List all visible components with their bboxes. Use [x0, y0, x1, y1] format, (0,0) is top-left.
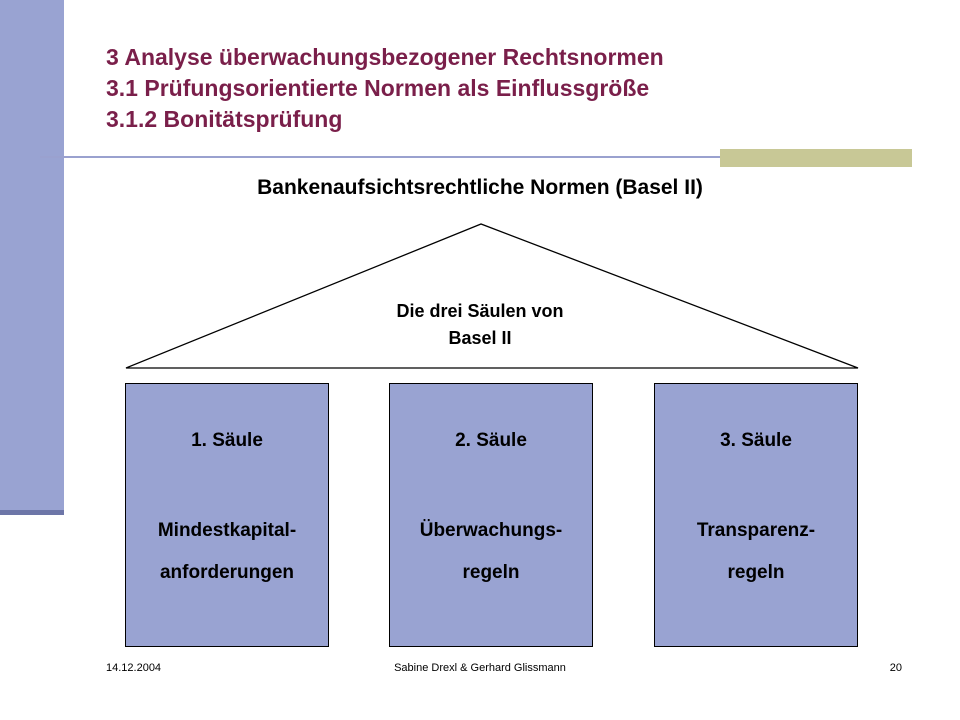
- diagram-title: Bankenaufsichtsrechtliche Normen (Basel …: [257, 176, 703, 199]
- roof-outline: [125, 223, 859, 369]
- roof-label-line-1: Die drei Säulen von: [396, 301, 564, 321]
- title-line-3: 3.1.2 Bonitätsprüfung: [106, 106, 343, 132]
- footer-author: Sabine Drexl & Gerhard Glissmann: [394, 662, 566, 674]
- pillar-3-desc-line-2: regeln: [727, 562, 785, 583]
- header-divider: [40, 156, 910, 158]
- pillar-1-number: 1. Säule: [191, 430, 263, 451]
- pillar-3-desc-line-1: Transparenz-: [696, 520, 816, 541]
- pillar-1-desc-line-1: Mindestkapital-: [157, 520, 297, 541]
- pillar-1: 1. Säule Mindestkapital- anforderungen: [125, 383, 329, 647]
- title-line-2: 3.1 Prüfungsorientierte Normen als Einfl…: [106, 75, 650, 101]
- pillar-2: 2. Säule Überwachungs- regeln: [389, 383, 593, 647]
- pillar-1-desc-line-2: anforderungen: [159, 562, 295, 583]
- pillar-3-description: Transparenz- regeln: [655, 510, 857, 594]
- footer-page-number: 20: [889, 662, 902, 674]
- pillar-3-number: 3. Säule: [720, 430, 792, 451]
- header-accent-block: [720, 149, 912, 167]
- pillar-1-description: Mindestkapital- anforderungen: [126, 510, 328, 594]
- roof-label: Die drei Säulen von Basel II: [330, 298, 630, 352]
- roof-label-line-2: Basel II: [448, 328, 512, 348]
- left-accent-bar-shadow: [0, 510, 64, 515]
- pillar-2-number: 2. Säule: [455, 430, 527, 451]
- left-accent-bar: [0, 0, 64, 512]
- slide-title: 3 Analyse überwachungsbezogener Rechtsno…: [106, 42, 664, 135]
- pillar-3: 3. Säule Transparenz- regeln: [654, 383, 858, 647]
- pillar-2-desc-line-1: Überwachungs-: [419, 520, 563, 541]
- pillar-2-description: Überwachungs- regeln: [390, 510, 592, 594]
- footer-date: 14.12.2004: [106, 662, 162, 674]
- pillar-2-desc-line-2: regeln: [462, 562, 520, 583]
- title-line-1: 3 Analyse überwachungsbezogener Rechtsno…: [106, 44, 664, 70]
